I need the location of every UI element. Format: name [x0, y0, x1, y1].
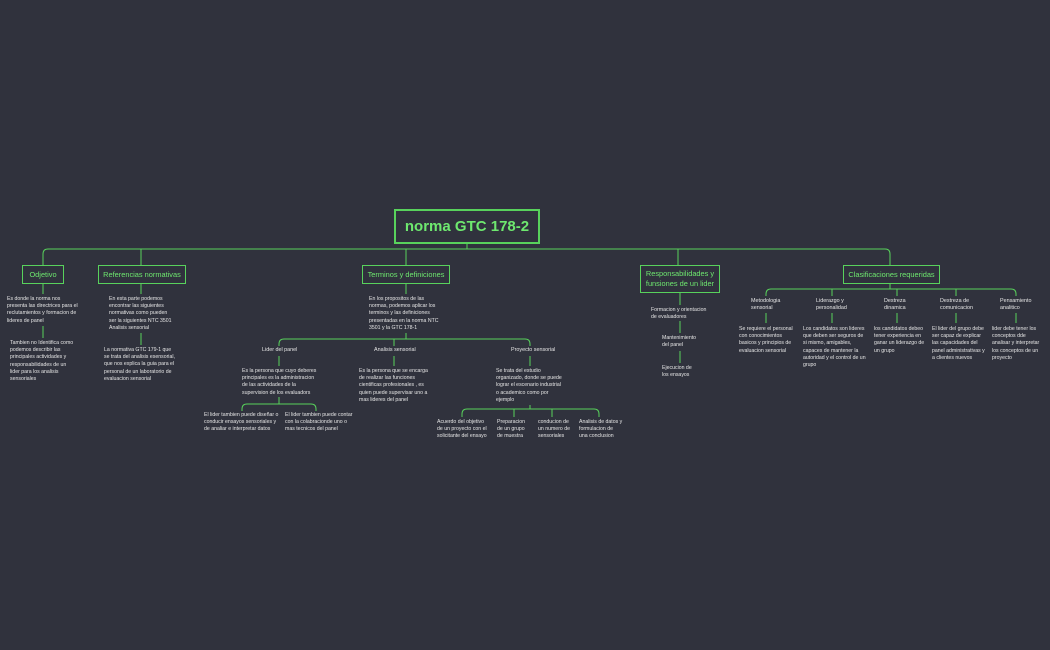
clasificacion-text-2: Los candidatos son lideres que deben ser…	[803, 326, 866, 368]
clasificacion-label-1[interactable]: Metodologia sensorial	[751, 298, 781, 312]
proyecto-item-1: Acuerdo del objetivo de un proyecto con …	[437, 419, 487, 440]
topic-terminos-definiciones[interactable]: Terminos y definiciones	[362, 265, 450, 284]
subtopic-analisis-sensorial[interactable]: Analisis sensorial	[374, 347, 416, 353]
topic-referencias-normativas[interactable]: Referencias normativas	[98, 265, 186, 284]
lider-text-2: El lider tambien puede diseñar o conduci…	[204, 412, 279, 433]
subtopic-proyecto-sensorial[interactable]: Proyecto sensorial	[511, 347, 556, 353]
proyecto-item-4: Analisis de datos y formulacion de una c…	[579, 419, 623, 440]
clasificacion-text-3: los candidatos debeo tener experiencia e…	[874, 326, 925, 354]
proyecto-item-2: Preparacion de un grupo de muestra	[497, 419, 525, 440]
lider-text-3: El lider tambien puede contar con la col…	[285, 412, 353, 433]
clasificacion-label-4[interactable]: Destreza de comunicacion	[940, 298, 973, 312]
topic-clasificaciones-requeridas[interactable]: Clasificaciones requeridas	[843, 265, 940, 284]
clasificacion-text-5: lider debe tener los conceptos dde anali…	[992, 326, 1040, 361]
clasificacion-label-2[interactable]: Liderazgo y personalidad	[816, 298, 847, 312]
objetivo-text-2: Tambien no Identifica como podemos descr…	[10, 340, 74, 382]
responsabilidad-item-2: Mantenimiento del panel	[662, 335, 697, 349]
lider-text-1: Es la persona que cuyo deberes principal…	[242, 368, 317, 396]
referencias-text-1: En esta parte podemos encontrar las sigu…	[109, 296, 172, 331]
clasificacion-label-5[interactable]: Pensamiento analitico	[1000, 298, 1032, 312]
clasificacion-label-3[interactable]: Destreza dinamica	[884, 298, 906, 312]
subtopic-lider-del-panel[interactable]: Lider del panel	[262, 347, 298, 353]
topic-objetivo[interactable]: Odjetivo	[22, 265, 64, 284]
topic-responsabilidades[interactable]: Responsabilidades y funsiones de un lide…	[640, 265, 720, 293]
proyecto-text-1: Se trata del estudio organizado, donde s…	[496, 368, 562, 403]
objetivo-text-1: Es donde la norma nos presenta las direc…	[7, 296, 78, 324]
referencias-text-2: La normativa GTC 179-1 que se trata del …	[104, 347, 175, 382]
clasificacion-text-4: El lider del grupo debe ser capaz de exp…	[932, 326, 985, 361]
responsabilidad-item-3: Ejecucion de los ensayos	[662, 365, 692, 379]
clasificacion-text-1: Se requiere el personal con conocimiento…	[739, 326, 793, 354]
responsabilidad-item-1: Formacion y orientacion de evaluadores	[651, 307, 707, 321]
proyecto-item-3: conducion de un numero de sensoriales	[538, 419, 571, 440]
analisis-text-1: Es la persona que se encarga de realizar…	[359, 368, 428, 403]
root-topic[interactable]: norma GTC 178-2	[394, 209, 540, 244]
terminos-text-1: En los propositos de las normas, podemos…	[369, 296, 439, 331]
